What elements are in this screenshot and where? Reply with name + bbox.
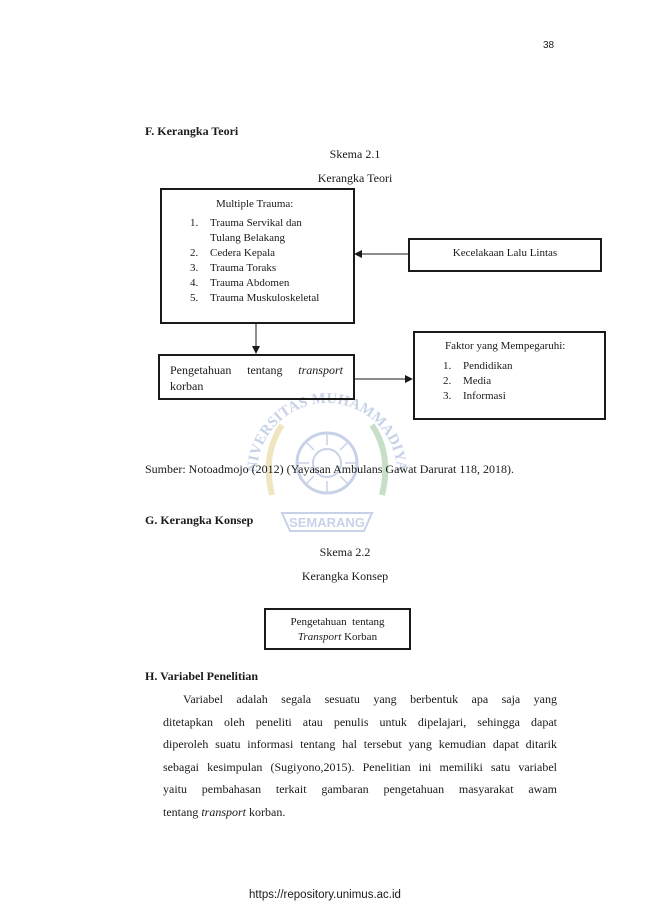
heading-variabel-penelitian: H. Variabel Penelitian [145,669,259,683]
watermark-bottom-text: SEMARANG [289,515,365,530]
box-multiple-trauma-title: Multiple Trauma: [216,198,294,210]
list-item: 4.Trauma Abdomen [190,277,290,289]
footer-repository-url[interactable]: https://repository.unimus.ac.id [249,889,401,901]
schema-label-2-2: Skema 2.2 [319,545,371,559]
trauma-list: 1.Trauma Servikal dan Tulang Belakang 2.… [190,216,343,306]
paragraph-variabel: Variabel adalah segala sesuatu yang berb… [163,688,557,823]
paragraph-line: sebagai kesimpulan (Sugiyono,2015). Pene… [163,759,557,774]
paragraph-line: Variabel adalah segala sesuatu yang berb… [183,692,557,706]
schema-title-kerangka-konsep: Kerangka Konsep [301,569,389,583]
schema-title-kerangka-teori: Kerangka Teori [317,171,393,185]
source-citation: Sumber: Notoadmojo (2012) (Yayasan Ambul… [145,462,514,476]
faktor-list: 1.Pendidikan 2.Media 3.Informasi [443,359,594,404]
list-item: 2.Media [443,375,492,387]
list-item: Tulang Belakang [210,232,286,244]
list-item: 1.Pendidikan [443,360,513,372]
box-pengetahuan-konsep: Pengetahuan tentang Transport Korban [264,608,411,650]
konsep-line-2: Transport Korban [297,631,378,643]
university-seal-watermark: UNIVERSITAS MUHAMMADIYAH SEMARANG [226,373,422,550]
list-item: 5.Trauma Muskuloskeletal [190,292,320,304]
paragraph-line: diperoleh suatu informasi tentang hal te… [163,737,557,751]
tentang-word: tentang [247,363,283,377]
box-kecelakaan-lalu-lintas: Kecelakaan Lalu Lintas [408,238,602,272]
box-pengetahuan-transport: Pengetahuan tentang transport korban [158,354,355,400]
korban-word: korban [170,379,204,393]
paragraph-line: tentang transport korban. [163,804,286,819]
transport-word: transport [298,363,343,377]
box-faktor-mempengaruhi: Faktor yang Mempegaruhi: 1.Pendidikan 2.… [413,331,606,420]
page-number: 38 [543,40,555,51]
heading-kerangka-teori: F. Kerangka Teori [145,124,239,138]
list-item: 1.Trauma Servikal dan [190,217,302,229]
pengetahuan-word: Pengetahuan [170,363,232,377]
paragraph-line: yaitu pembahasan terkait gambaran penget… [163,782,557,796]
konsep-line-1: Pengetahuan tentang [290,616,385,628]
box-multiple-trauma: Multiple Trauma: 1.Trauma Servikal dan T… [160,188,355,324]
list-item: 3.Trauma Toraks [190,262,277,274]
box-faktor-title: Faktor yang Mempegaruhi: [445,340,566,352]
schema-label-2-1: Skema 2.1 [329,147,381,161]
list-item: 3.Informasi [443,390,506,402]
paragraph-line: ditetapkan oleh peneliti atau penulis un… [163,714,557,729]
list-item: 2.Cedera Kepala [190,247,276,259]
heading-kerangka-konsep: G. Kerangka Konsep [145,513,254,527]
